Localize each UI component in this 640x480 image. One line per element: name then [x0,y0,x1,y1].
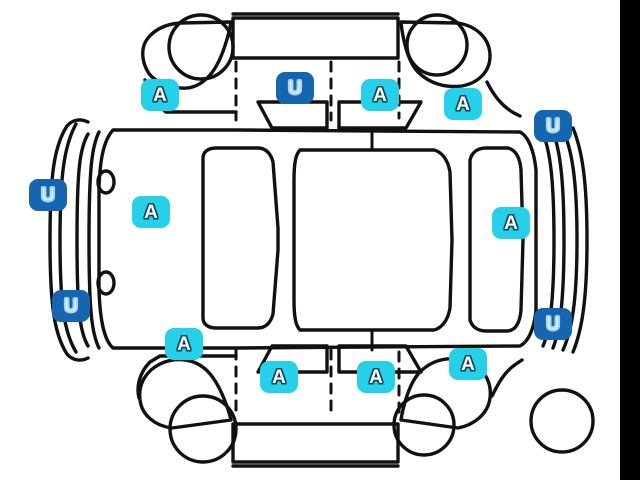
marker-code-label: A [460,353,475,375]
front-bumper-cap-top [65,118,90,128]
marker-code-label: A [176,333,191,355]
marker-code-label: U [63,295,78,317]
marker-u-left-front-door-upper[interactable]: U [276,72,314,104]
marker-code-label: A [455,93,470,115]
right-side-sill-panel [231,422,400,464]
marker-code-label: U [545,313,560,335]
hood-seam-inner [87,130,101,350]
roof-panel [292,148,454,332]
marker-code-label: A [271,366,286,388]
left-front-door-window [256,100,329,130]
marker-code-label: U [545,115,560,137]
marker-a-right-front-door-lower[interactable]: A [260,361,298,393]
front-bumper-outer [48,124,69,356]
spare-wheel [529,388,595,454]
rear-window-glass [468,146,525,333]
left-rear-fender-outline [399,20,492,89]
marker-code-label: U [40,184,55,206]
wheel-rear-left-top [405,13,469,77]
front-bumper-cap-bottom [65,352,90,362]
marker-a-front-right-fender[interactable]: A [165,328,203,360]
front-bumper-inner [58,122,78,354]
rear-bumper-edge [571,126,589,354]
marker-u-front-bumper-right[interactable]: U [52,290,90,322]
marker-code-label: A [368,366,383,388]
left-side-upper-contour-rear [485,80,522,118]
headlight-left [96,169,116,195]
right-side-lower-contour [136,354,238,400]
headlight-right [96,270,116,296]
marker-u-rear-bumper-right[interactable]: U [534,308,572,340]
marker-a-rear-right-quarter[interactable]: A [449,348,487,380]
hood-seam-outer [75,132,90,348]
marker-code-label: U [287,77,302,99]
marker-code-label: A [503,212,518,234]
marker-code-label: A [152,84,167,106]
windshield-glass [201,146,280,330]
right-letterbox-band [620,0,640,480]
right-front-fender-outline [138,357,233,430]
marker-u-front-bumper-left[interactable]: U [29,179,67,211]
marker-a-rear-right-panel[interactable]: A [492,207,530,239]
marker-a-rear-left-quarter[interactable]: A [444,88,482,120]
marker-a-left-rear-door-upper[interactable]: A [361,79,399,111]
right-side-lower-contour-rear [490,358,524,398]
marker-a-right-rear-door-lower[interactable]: A [357,361,395,393]
marker-code-label: A [372,84,387,106]
marker-a-front-left-hood-side[interactable]: A [132,196,170,228]
marker-code-label: A [143,201,158,223]
marker-u-rear-bumper-left[interactable]: U [534,110,572,142]
left-side-sill-panel [231,16,400,60]
marker-a-front-left-fender[interactable]: A [141,79,179,111]
